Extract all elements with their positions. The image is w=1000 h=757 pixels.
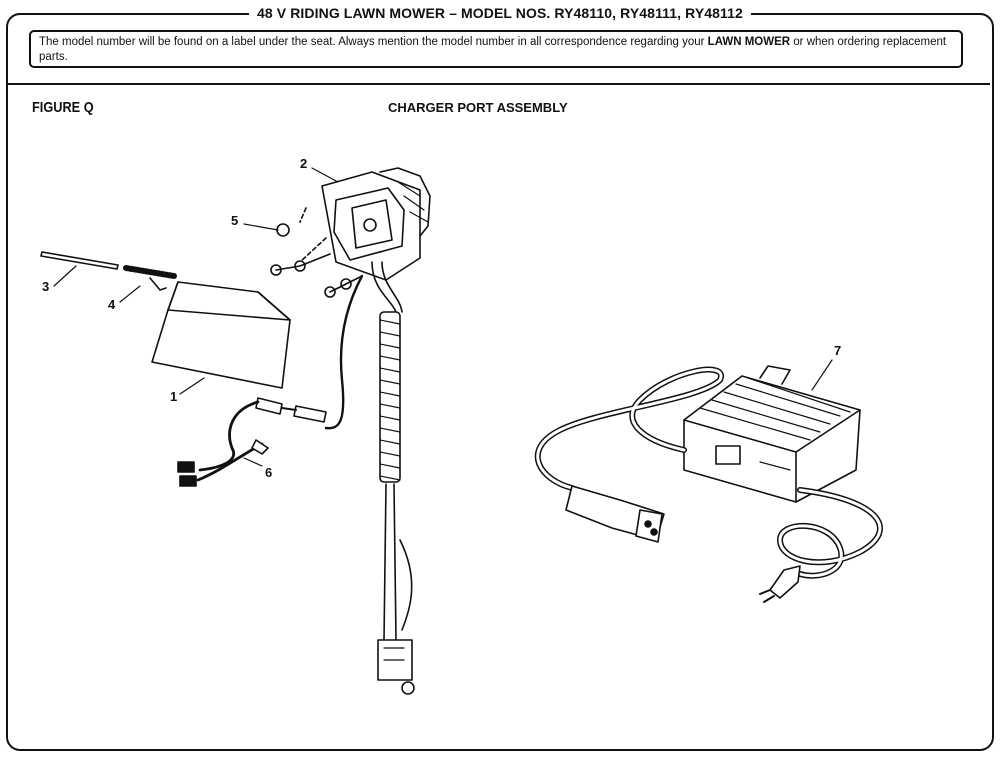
callout-5: 5	[231, 213, 239, 228]
callout-2: 2	[300, 156, 308, 171]
notice-text-after: or when ordering replacement parts.	[39, 36, 947, 63]
bracket-part-2	[299, 167, 431, 281]
spring-part-4	[123, 265, 177, 291]
connectors	[255, 397, 327, 423]
header-divider	[8, 83, 990, 85]
notice-text-before: The model number will be found on a labe…	[39, 36, 708, 48]
page-title: 48 V RIDING LAWN MOWER – MODEL NOS. RY48…	[0, 4, 1000, 22]
charger-part-7	[534, 365, 883, 603]
callout-3: 3	[42, 279, 50, 294]
callout-7: 7	[834, 343, 842, 358]
notice-bold-text: LAWN MOWER	[707, 36, 791, 48]
leader-lines	[53, 167, 833, 467]
figure-label: FIGURE Q	[32, 99, 94, 116]
cover-part-1	[151, 281, 291, 389]
bracket-cable	[324, 274, 364, 430]
callout-6: 6	[265, 465, 273, 480]
pin-part-3	[40, 251, 119, 270]
assembly-title: CHARGER PORT ASSEMBLY	[388, 100, 568, 115]
wire-harness	[371, 261, 415, 695]
screws-part-5	[270, 223, 363, 298]
callout-1: 1	[170, 389, 178, 404]
callout-4: 4	[108, 297, 116, 312]
model-number-notice: The model number will be found on a labe…	[29, 30, 963, 68]
wiring-part-6	[177, 400, 269, 487]
